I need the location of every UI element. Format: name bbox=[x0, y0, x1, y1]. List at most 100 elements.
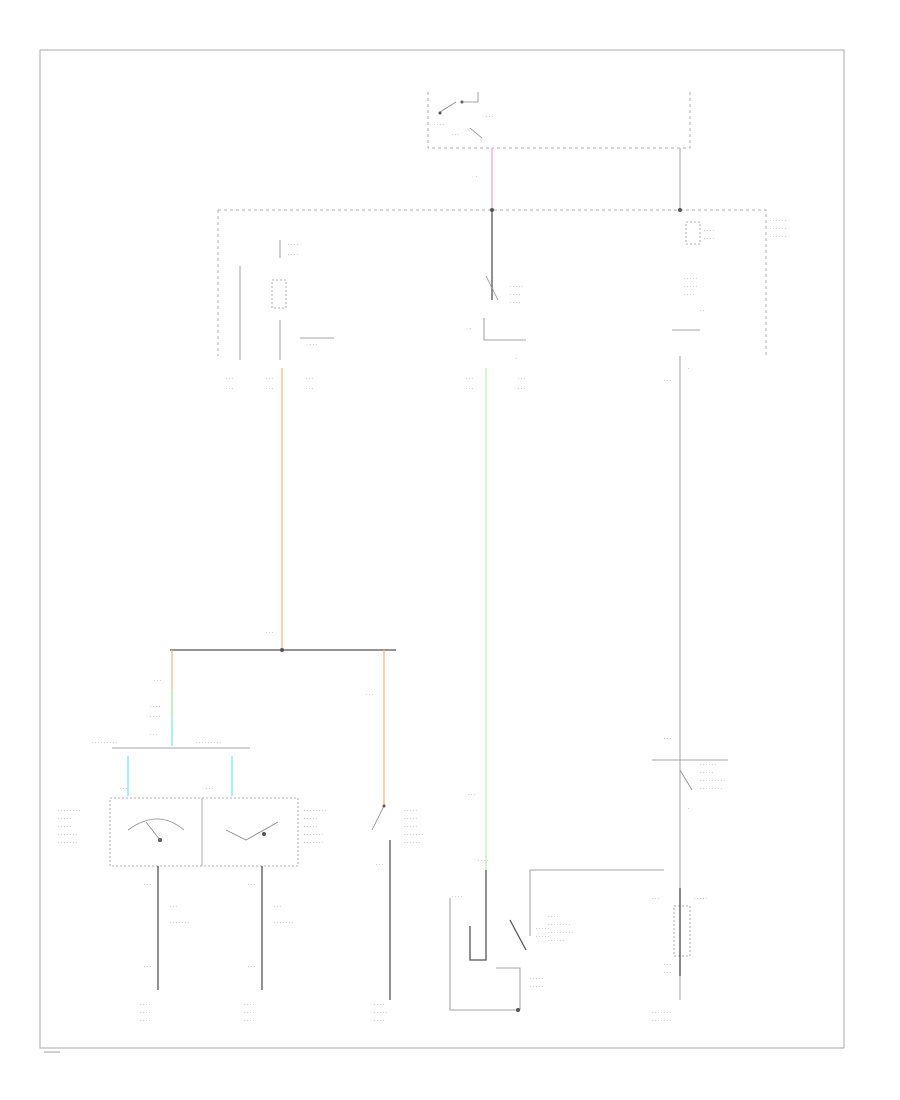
svg-text:· · ·: · · · bbox=[486, 115, 493, 120]
svg-text:· · · · ·: · · · · · bbox=[58, 817, 71, 822]
svg-text:· · · · · · · ·: · · · · · · · · bbox=[58, 809, 80, 814]
svg-text:· · · · · ·: · · · · · · bbox=[404, 841, 420, 846]
ground-leads: · · · · · · · · · · · · · · · · · · · · … bbox=[144, 866, 293, 990]
svg-text:· · · · · ·: · · · · · · bbox=[770, 227, 786, 232]
svg-text:· · · · · · ·: · · · · · · · bbox=[58, 833, 77, 838]
svg-text:· · ·: · · · bbox=[274, 905, 281, 910]
svg-text:· · ·: · · · bbox=[306, 387, 313, 392]
svg-text:· · · · · ·: · · · · · · bbox=[770, 235, 786, 240]
svg-text:·: · bbox=[476, 175, 477, 180]
svg-text:· · · ·: · · · · bbox=[140, 1019, 150, 1024]
svg-text:· · · ·: · · · · bbox=[288, 253, 298, 258]
svg-text:· · ·: · · · bbox=[664, 963, 671, 968]
svg-text:· · · · · · ·: · · · · · · · bbox=[274, 921, 293, 926]
svg-text:·: · bbox=[470, 327, 471, 332]
svg-text:· · ·: · · · bbox=[266, 377, 273, 382]
svg-text:· · ·: · · · bbox=[248, 883, 255, 888]
svg-text:· · · · ·: · · · · · bbox=[694, 897, 707, 902]
clutch-switch: · · · · · · · · · · · · · · · · · · · · … bbox=[371, 804, 423, 1000]
svg-text:· · · ·: · · · · bbox=[244, 1019, 254, 1024]
battery-relay-block: · · · · · · · · · · · · · · · · · · · · … bbox=[652, 737, 728, 812]
svg-text:· · ·: · · · bbox=[652, 897, 659, 902]
battery-cell: · · · · · · · · · · · · · · bbox=[652, 888, 707, 976]
svg-text:· · ·: · · · bbox=[170, 905, 177, 910]
svg-text:· · · ·: · · · · bbox=[510, 301, 520, 306]
svg-text:· · ·: · · · bbox=[310, 343, 317, 348]
svg-text:· · · · · · · · ·: · · · · · · · · · bbox=[700, 779, 725, 784]
svg-text:· · ·: · · · bbox=[518, 387, 525, 392]
svg-text:· · · · · · ·: · · · · · · · bbox=[652, 1019, 671, 1024]
svg-text:· · · ·: · · · · bbox=[704, 229, 714, 234]
svg-text:· · · · · · ·: · · · · · · · bbox=[404, 833, 423, 838]
starter-relay-switch: · · · · · · · · · · · · · · · bbox=[470, 210, 526, 362]
svg-text:· · · · ·: · · · · · bbox=[536, 935, 549, 940]
svg-text:· · · · · ·: · · · · · · bbox=[548, 939, 564, 944]
svg-text:· · · · ·: · · · · · bbox=[404, 817, 417, 822]
svg-text:· · ·: · · · bbox=[452, 133, 459, 138]
svg-text:· · · · ·: · · · · · bbox=[58, 825, 71, 830]
svg-text:· · · · ·: · · · · · bbox=[684, 285, 697, 290]
svg-text:· ·: · · bbox=[700, 309, 704, 314]
svg-text:· · · · · · · ·: · · · · · · · · bbox=[304, 809, 326, 814]
svg-text:· · · ·: · · · · bbox=[140, 1003, 150, 1008]
svg-text:·: · bbox=[516, 357, 517, 362]
svg-text:· · · · ·: · · · · · bbox=[530, 977, 543, 982]
svg-text:· · · ·: · · · · bbox=[452, 895, 462, 900]
svg-text:· · ·: · · · bbox=[468, 793, 475, 798]
svg-text:· · · ·: · · · · bbox=[140, 1011, 150, 1016]
svg-text:· · · · ·: · · · · · bbox=[510, 285, 523, 290]
svg-text:· · ·: · · · bbox=[144, 883, 151, 888]
svg-text:· · · ·: · · · · bbox=[150, 705, 160, 710]
svg-text:· · · · · · ·: · · · · · · · bbox=[170, 921, 189, 926]
svg-text:·: · bbox=[688, 807, 689, 812]
svg-text:· · ·: · · · bbox=[206, 787, 213, 792]
fuse-left: · · · · · · · · · · · bbox=[271, 240, 334, 360]
svg-text:· · · ·: · · · · bbox=[434, 123, 444, 128]
svg-text:· · · · · · · · ·: · · · · · · · · · bbox=[548, 931, 573, 936]
svg-text:· · ·: · · · bbox=[226, 377, 233, 382]
svg-text:· · ·: · · · bbox=[150, 733, 157, 738]
svg-text:· · · ·: · · · · bbox=[704, 237, 714, 242]
svg-text:·: · bbox=[688, 367, 689, 372]
svg-text:· · · · ·: · · · · · bbox=[304, 817, 317, 822]
range-switch-left: · · · · · · · · · · · · · · · · · · · · … bbox=[58, 787, 203, 867]
svg-text:· · ·: · · · bbox=[306, 377, 313, 382]
svg-text:· · · · · · ·: · · · · · · · bbox=[304, 841, 323, 846]
svg-text:· · ·: · · · bbox=[144, 965, 151, 970]
svg-text:· · · ·: · · · · bbox=[150, 715, 160, 720]
range-switch-right: · · · · · · · · · · · · · · · · · · · · … bbox=[201, 787, 326, 867]
svg-text:· · ·: · · · bbox=[376, 863, 383, 868]
svg-text:· · ·: · · · bbox=[266, 387, 273, 392]
svg-text:· · · · · ·: · · · · · · bbox=[770, 219, 786, 224]
svg-text:· · · · · · ·: · · · · · · · bbox=[58, 841, 77, 846]
svg-text:· · · · · · ·: · · · · · · · bbox=[652, 1011, 671, 1016]
svg-text:· · ·: · · · bbox=[154, 679, 161, 684]
svg-text:· · · · ·: · · · · · bbox=[374, 1011, 387, 1016]
svg-text:· · · ·: · · · · bbox=[374, 1019, 384, 1024]
svg-text:· · ·: · · · bbox=[664, 737, 671, 742]
svg-text:· · · · ·: · · · · · bbox=[404, 825, 417, 830]
svg-text:· · · · · · ·: · · · · · · · bbox=[304, 833, 323, 838]
svg-text:· · · · ·: · · · · · bbox=[304, 825, 317, 830]
svg-text:· · · ·: · · · · bbox=[244, 1003, 254, 1008]
svg-text:· · · ·: · · · · bbox=[244, 1011, 254, 1016]
svg-text:· · · ·: · · · · bbox=[684, 293, 694, 298]
svg-text:· · ·: · · · bbox=[518, 377, 525, 382]
svg-text:· · · · ·: · · · · · bbox=[404, 809, 417, 814]
svg-text:· · · · · ·: · · · · · · bbox=[700, 763, 716, 768]
diagram-frame bbox=[39, 49, 845, 1049]
ignition-switch: · · · · · · · · · · bbox=[427, 92, 493, 149]
svg-text:· · ·: · · · bbox=[266, 631, 273, 636]
svg-text:· · · · ·: · · · · · bbox=[530, 985, 543, 990]
svg-text:· · · ·: · · · · bbox=[288, 243, 298, 248]
svg-text:· · · ·: · · · · bbox=[548, 915, 558, 920]
svg-text:· · · · · · · · ·: · · · · · · · · · bbox=[196, 741, 221, 746]
svg-text:· · · · · · · · ·: · · · · · · · · · bbox=[92, 741, 117, 746]
svg-text:· · · · ·: · · · · · bbox=[536, 927, 549, 932]
svg-text:· · ·: · · · bbox=[366, 693, 373, 698]
starter-motor: · · · · · · · · · · · · · · · · · · · · … bbox=[449, 869, 664, 1012]
svg-text:· · · ·: · · · · bbox=[478, 859, 488, 864]
svg-text:· · · · · · · ·: · · · · · · · · bbox=[700, 787, 722, 792]
svg-text:· · · ·: · · · · bbox=[510, 293, 520, 298]
